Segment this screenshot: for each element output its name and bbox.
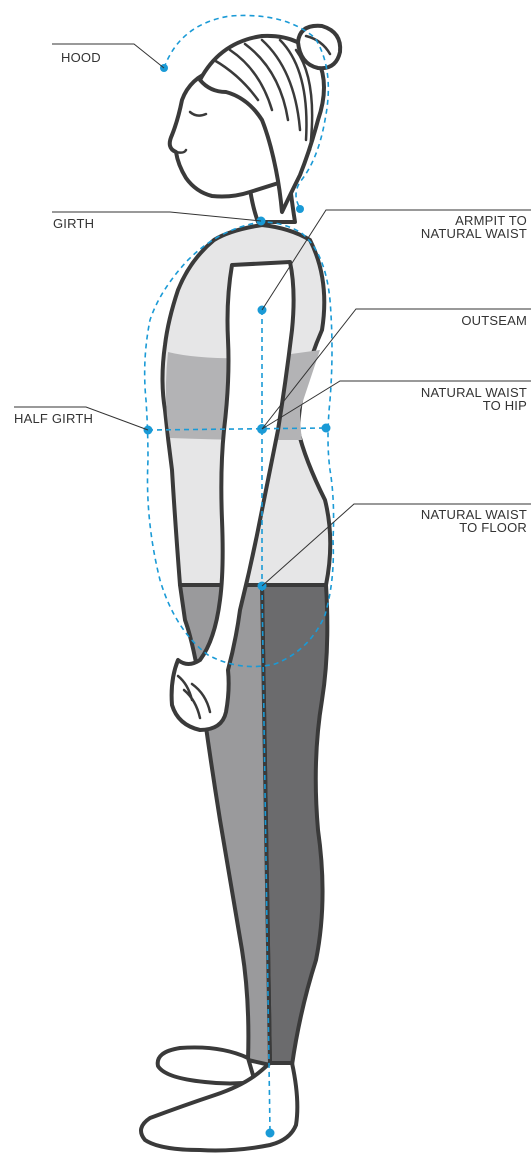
natural-waist-to-hip-label: NATURAL WAIST TO HIP [421, 386, 527, 412]
hood-end-point [296, 205, 304, 213]
armpit-to-natural-waist-label: ARMPIT TO NATURAL WAIST [421, 214, 527, 240]
half-girth-back-point [322, 424, 331, 433]
back-foot [158, 1047, 255, 1083]
natural-waist-to-floor-line-2: TO FLOOR [421, 521, 527, 534]
back-leg [262, 585, 327, 1065]
floor-point [266, 1129, 275, 1138]
natural-waist-to-hip-line-2: TO HIP [421, 399, 527, 412]
woman-figure [141, 26, 340, 1151]
natural-waist-to-floor-label: NATURAL WAIST TO FLOOR [421, 508, 527, 534]
hair-bun [298, 26, 340, 68]
hood-label: HOOD [61, 51, 101, 64]
outseam-label: OUTSEAM [461, 314, 527, 327]
armpit-to-natural-waist-line-2: NATURAL WAIST [421, 227, 527, 240]
half-girth-label: HALF GIRTH [14, 412, 93, 425]
girth-label: GIRTH [53, 217, 94, 230]
